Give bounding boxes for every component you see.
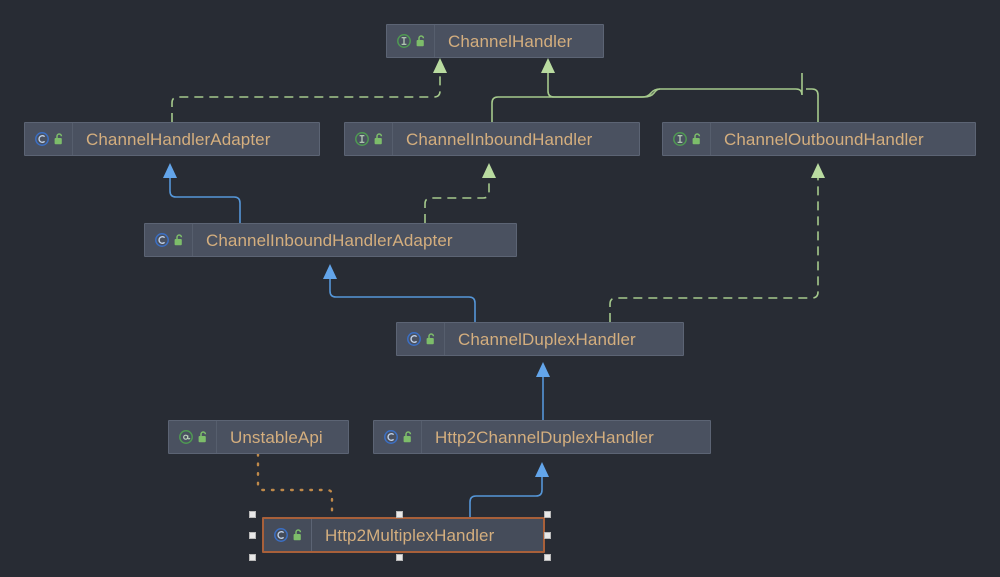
selection-handle-bottom-center[interactable] (396, 554, 403, 561)
node-gutter (145, 224, 193, 256)
node-gutter (387, 25, 435, 57)
edge-outbound-extends-handler (541, 58, 819, 122)
unlock-public-icon (54, 133, 63, 145)
unlock-public-icon (293, 529, 302, 541)
unlock-public-icon (692, 133, 701, 145)
interface-icon (673, 132, 687, 146)
node-channel-handler-adapter[interactable]: ChannelHandlerAdapter (24, 122, 320, 156)
interface-icon (355, 132, 369, 146)
node-gutter (25, 123, 73, 155)
annotation-icon (179, 430, 193, 444)
unlock-public-icon (426, 333, 435, 345)
selection-handle-bottom-left[interactable] (249, 554, 256, 561)
node-label: ChannelInboundHandlerAdapter (206, 230, 453, 250)
unlock-public-icon (374, 133, 383, 145)
selection-handle-top-left[interactable] (249, 511, 256, 518)
node-gutter (169, 421, 217, 453)
node-unstable-api[interactable]: UnstableApi (168, 420, 349, 454)
edge-inboundadapter-implements-inbound (424, 163, 496, 223)
unlock-public-icon (403, 431, 412, 443)
node-channel-handler[interactable]: ChannelHandler (386, 24, 604, 58)
edge-duplex-extends-inboundadapter (323, 264, 476, 322)
selection-handle-middle-right[interactable] (544, 532, 551, 539)
node-label: ChannelDuplexHandler (458, 329, 636, 349)
edge-http2duplex-extends-duplex (536, 362, 550, 420)
node-label: ChannelHandler (448, 31, 573, 51)
edge-duplex-implements-outbound (609, 163, 825, 322)
node-label: UnstableApi (230, 427, 323, 447)
class-icon (274, 528, 288, 542)
unlock-public-icon (416, 35, 425, 47)
node-channel-inbound-handler-adapter[interactable]: ChannelInboundHandlerAdapter (144, 223, 517, 257)
interface-icon (397, 34, 411, 48)
node-gutter (374, 421, 422, 453)
class-icon (35, 132, 49, 146)
edge-inboundadapter-extends-adapter (163, 163, 241, 223)
edge-adapter-implements-handler (171, 58, 447, 122)
node-label: ChannelOutboundHandler (724, 129, 924, 149)
class-icon (407, 332, 421, 346)
node-channel-duplex-handler[interactable]: ChannelDuplexHandler (396, 322, 684, 356)
node-gutter (397, 323, 445, 355)
edge-multiplex-extends-http2duplex (469, 462, 549, 517)
selection-handle-top-right[interactable] (544, 511, 551, 518)
edge-multiplex-annotated-unstableapi (256, 452, 334, 519)
selection-handle-middle-left[interactable] (249, 532, 256, 539)
node-label: Http2MultiplexHandler (325, 525, 495, 545)
node-http2-multiplex-handler[interactable]: Http2MultiplexHandler (262, 517, 545, 553)
edge-inbound-extends-handler (491, 73, 803, 122)
class-icon (384, 430, 398, 444)
node-http2-channel-duplex-handler[interactable]: Http2ChannelDuplexHandler (373, 420, 711, 454)
node-gutter (663, 123, 711, 155)
selection-handle-top-center[interactable] (396, 511, 403, 518)
unlock-public-icon (198, 431, 207, 443)
selection-handle-bottom-right[interactable] (544, 554, 551, 561)
node-gutter (345, 123, 393, 155)
node-gutter (264, 519, 312, 551)
node-label: ChannelHandlerAdapter (86, 129, 271, 149)
node-channel-inbound-handler[interactable]: ChannelInboundHandler (344, 122, 640, 156)
unlock-public-icon (174, 234, 183, 246)
node-channel-outbound-handler[interactable]: ChannelOutboundHandler (662, 122, 976, 156)
node-label: ChannelInboundHandler (406, 129, 593, 149)
node-label: Http2ChannelDuplexHandler (435, 427, 654, 447)
class-icon (155, 233, 169, 247)
